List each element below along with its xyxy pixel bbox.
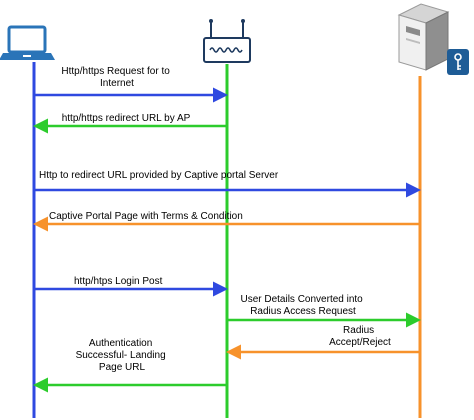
laptop-icon	[0, 25, 55, 60]
msg-2-label: http/https redirect URL by AP	[62, 113, 191, 124]
wireless-router-icon	[203, 19, 251, 63]
server-with-key-icon	[397, 3, 469, 75]
msg-3-label: Http to redirect URL provided by Captive…	[39, 170, 279, 181]
msg-8-label: Authentication Successful- Landing Page …	[76, 338, 169, 373]
msg-6-label: User Details Converted into Radius Acces…	[240, 294, 365, 317]
msg-5-label: http/htps Login Post	[74, 276, 163, 287]
msg-1-label: Http/https Request for to Internet	[61, 66, 172, 89]
msg-4-label: Captive Portal Page with Terms & Conditi…	[49, 211, 243, 222]
msg-7-label: Radius Accept/Reject	[329, 325, 391, 348]
